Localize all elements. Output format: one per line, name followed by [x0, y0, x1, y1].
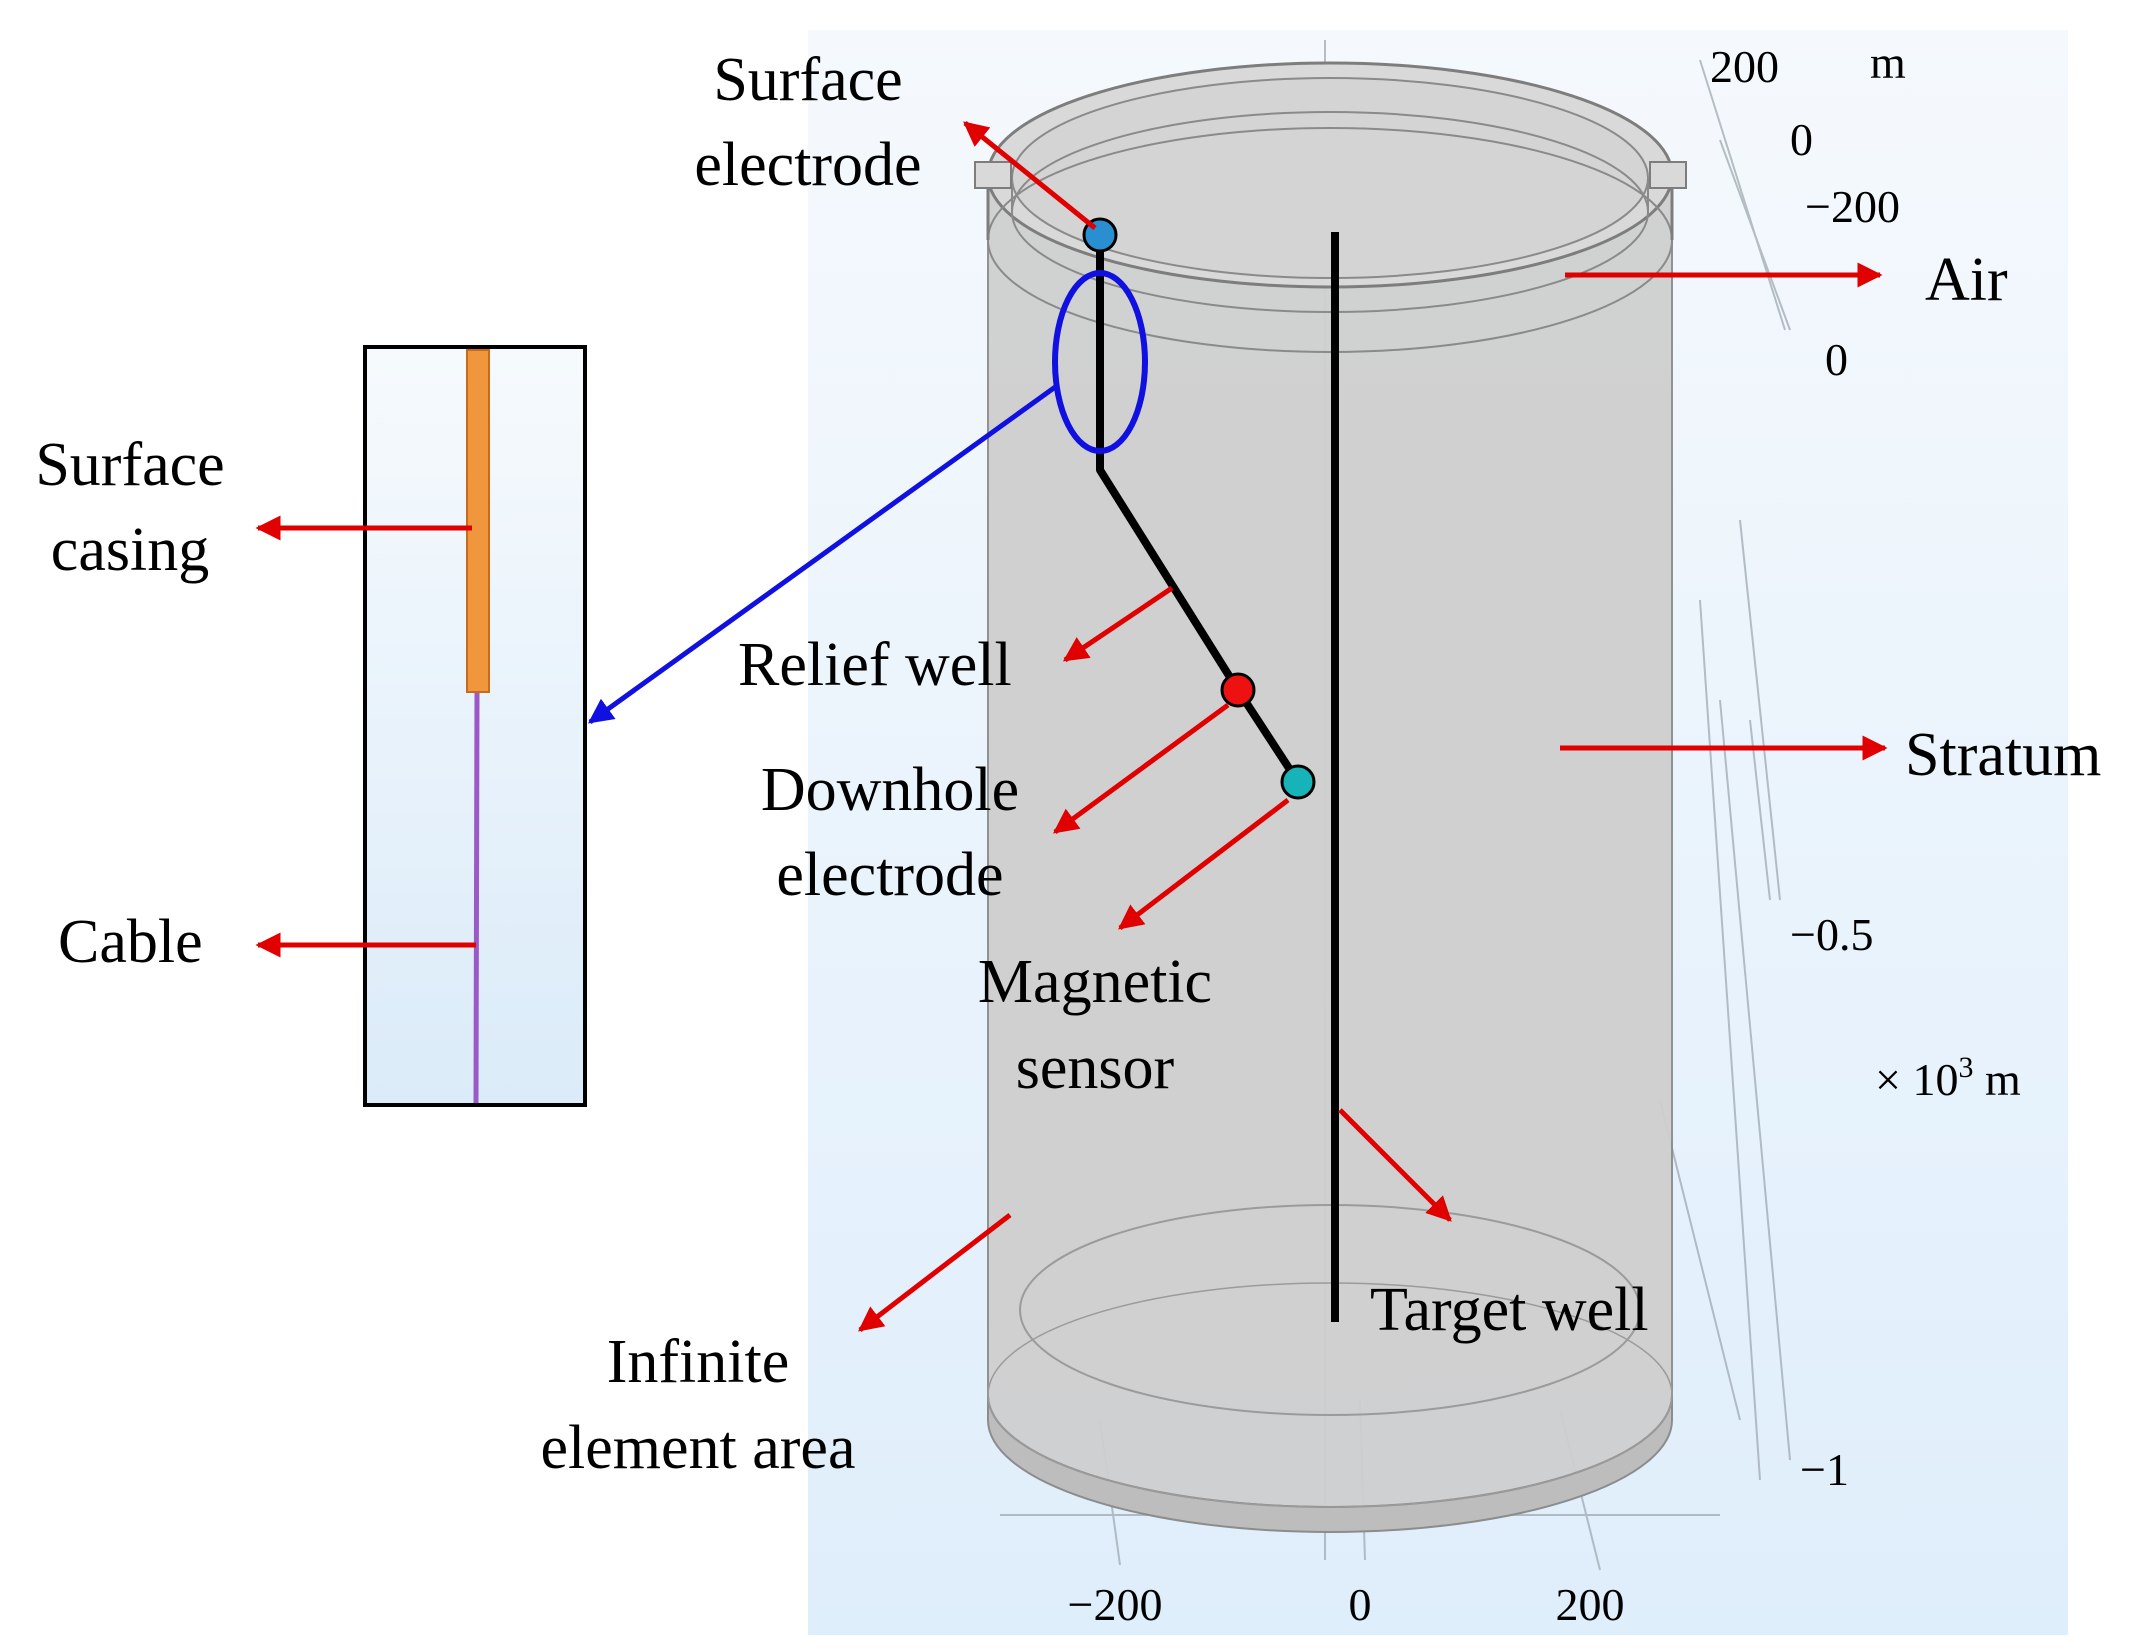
arrow-target-well [1338, 1108, 1452, 1222]
label-surface-casing-1: Surface [35, 431, 224, 499]
casing-rect [466, 349, 490, 693]
label-air: Air [1925, 246, 2008, 314]
arrow-relief-well [1062, 585, 1174, 663]
y-tick-200: 200 [1710, 41, 1779, 92]
label-magnetic-sensor-1: Magnetic [978, 948, 1212, 1016]
wells [1096, 232, 1339, 1322]
label-downhole-electrode-1: Downhole [761, 756, 1019, 824]
labels: Surface electrode Air Surface casing Rel… [35, 46, 2101, 1482]
label-target-well: Target well [1370, 1276, 1649, 1344]
x-tick-200: 200 [1556, 1579, 1625, 1630]
y-tick-minus-200: −200 [1805, 181, 1900, 232]
downhole-electrode-marker [1220, 672, 1256, 708]
zoom-arrow [587, 382, 1060, 725]
label-stratum: Stratum [1905, 721, 2101, 789]
label-cable: Cable [58, 908, 203, 976]
cylinder-model [974, 61, 1687, 1533]
arrow-magnetic-sensor [1118, 798, 1290, 930]
arrow-downhole-electrode [1052, 702, 1230, 835]
z-tick-minus-1: −1 [1800, 1444, 1849, 1495]
z-tick-minus-0-5: −0.5 [1790, 909, 1873, 960]
label-magnetic-sensor-2: sensor [1016, 1034, 1175, 1102]
y-tick-0: 0 [1790, 114, 1813, 165]
label-infinite-element-1: Infinite [607, 1328, 790, 1396]
arrow-infinite-element [858, 1213, 1012, 1332]
z-axis-unit: × 103 m [1875, 1051, 2021, 1105]
inset-detail [363, 345, 587, 1107]
label-arrows [255, 121, 1888, 1332]
axis-labels: 200 m 0 −200 0 −0.5 × 103 m −1 −200 0 20… [1068, 37, 2021, 1630]
label-relief-well: Relief well [738, 631, 1012, 699]
magnetic-sensor-marker [1280, 764, 1316, 800]
label-downhole-electrode-2: electrode [776, 841, 1003, 909]
x-tick-minus-200: −200 [1068, 1579, 1163, 1630]
cable-line [473, 689, 480, 1104]
arrow-surface-electrode [963, 121, 1097, 230]
label-surface-casing-2: casing [51, 516, 209, 584]
label-surface-electrode-2: electrode [694, 131, 921, 199]
label-surface-electrode-1: Surface [713, 46, 902, 114]
relief-well-line [1096, 235, 1302, 785]
label-infinite-element-2: element area [541, 1414, 856, 1482]
z-tick-0: 0 [1825, 334, 1848, 385]
zoom-region-ellipse [1052, 270, 1148, 454]
x-tick-0: 0 [1349, 1579, 1372, 1630]
y-axis-unit: m [1870, 37, 1906, 88]
